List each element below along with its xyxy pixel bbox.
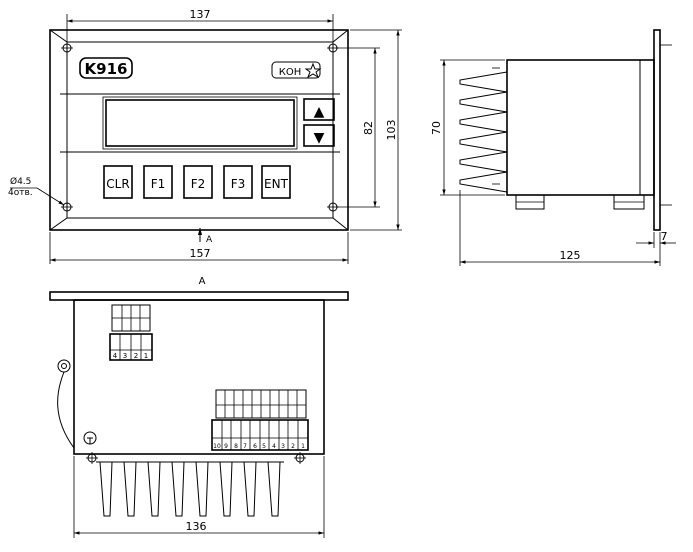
- front-view: 137 K916 КОН: [8, 8, 402, 264]
- arrow-down-button[interactable]: ▼: [303, 124, 335, 147]
- side-housing: [506, 59, 655, 196]
- ground-terminal: [57, 359, 97, 449]
- dimension-7-label: 7: [661, 230, 668, 243]
- side-view: 70 125 7: [430, 29, 676, 266]
- large-pin-1: 1: [301, 443, 305, 450]
- small-pin-4: 4: [113, 352, 118, 360]
- dimension-136: 136: [73, 456, 325, 538]
- large-pin-5: 5: [262, 443, 266, 450]
- dimension-103: 103: [350, 29, 402, 231]
- dimension-136-label: 136: [186, 520, 207, 533]
- clr-button-label: CLR: [106, 177, 129, 191]
- clr-button[interactable]: CLR: [103, 165, 133, 199]
- large-pin-10: 10: [213, 443, 221, 450]
- f2-button[interactable]: F2: [183, 165, 213, 199]
- bottom-flange: [49, 291, 349, 301]
- model-label: K916: [85, 60, 128, 78]
- small-pin-1: 1: [144, 352, 148, 360]
- f2-button-label: F2: [191, 177, 206, 191]
- brand-logo: КОН: [279, 67, 302, 78]
- bottom-view: A 4 3 2 1: [49, 276, 349, 538]
- arrow-up-icon: ▲: [314, 104, 325, 120]
- dimension-157-label: 157: [190, 247, 211, 260]
- large-pin-7: 7: [243, 443, 247, 450]
- f3-button-label: F3: [231, 177, 246, 191]
- dimension-125-label: 125: [560, 249, 581, 262]
- ent-button-label: ENT: [264, 177, 289, 191]
- star-icon: [304, 62, 322, 79]
- small-pin-3: 3: [123, 352, 127, 360]
- side-flange: [653, 29, 661, 231]
- hole-diameter-note: Ø4.5: [10, 176, 31, 187]
- small-pin-2: 2: [134, 352, 138, 360]
- large-pin-9: 9: [224, 443, 228, 450]
- dimension-137: 137: [66, 8, 334, 44]
- ent-button[interactable]: ENT: [261, 165, 291, 199]
- connector-small: 4 3 2 1: [109, 304, 153, 361]
- f1-button[interactable]: F1: [143, 165, 173, 199]
- large-pin-4: 4: [272, 443, 276, 450]
- dimension-137-label: 137: [190, 8, 211, 21]
- view-a-marker-label: A: [206, 235, 213, 245]
- dimension-157: 157: [49, 232, 349, 264]
- arrow-down-icon: ▼: [314, 130, 325, 146]
- f1-button-label: F1: [151, 177, 166, 191]
- hole-callout: Ø4.5 4отв.: [8, 176, 65, 206]
- dimension-7: 7: [636, 230, 676, 248]
- dimension-82-label: 82: [362, 121, 375, 135]
- lcd-display: [105, 99, 295, 147]
- dimension-70-label: 70: [430, 121, 443, 135]
- mounting-hole-top-left: [61, 42, 73, 54]
- large-pin-8: 8: [234, 443, 238, 450]
- model-label-frame: [79, 57, 133, 79]
- mounting-stud-left: [86, 452, 98, 464]
- mounting-stud-right: [294, 452, 306, 464]
- hole-count-note: 4отв.: [8, 188, 33, 198]
- bottom-heatsink-fins: [96, 461, 284, 517]
- connector-large: 10 9 8 7 6 5 4 3 2 1: [211, 389, 309, 451]
- f3-button[interactable]: F3: [223, 165, 253, 199]
- bottom-view-title: A: [199, 276, 206, 287]
- mounting-hole-bottom-left: [61, 201, 73, 213]
- dimension-103-label: 103: [385, 120, 398, 141]
- brand-logo-frame: [271, 61, 321, 79]
- dimension-70: 70: [430, 59, 505, 196]
- dimension-82: 82: [336, 47, 380, 208]
- view-a-marker: A: [197, 228, 213, 245]
- dimension-125: 125: [459, 190, 661, 266]
- arrow-up-button[interactable]: ▲: [303, 98, 335, 121]
- bottom-housing: [73, 299, 325, 455]
- large-pin-2: 2: [291, 443, 295, 450]
- heatsink-fins: [459, 67, 508, 193]
- large-pin-3: 3: [281, 443, 285, 450]
- large-pin-6: 6: [253, 443, 257, 450]
